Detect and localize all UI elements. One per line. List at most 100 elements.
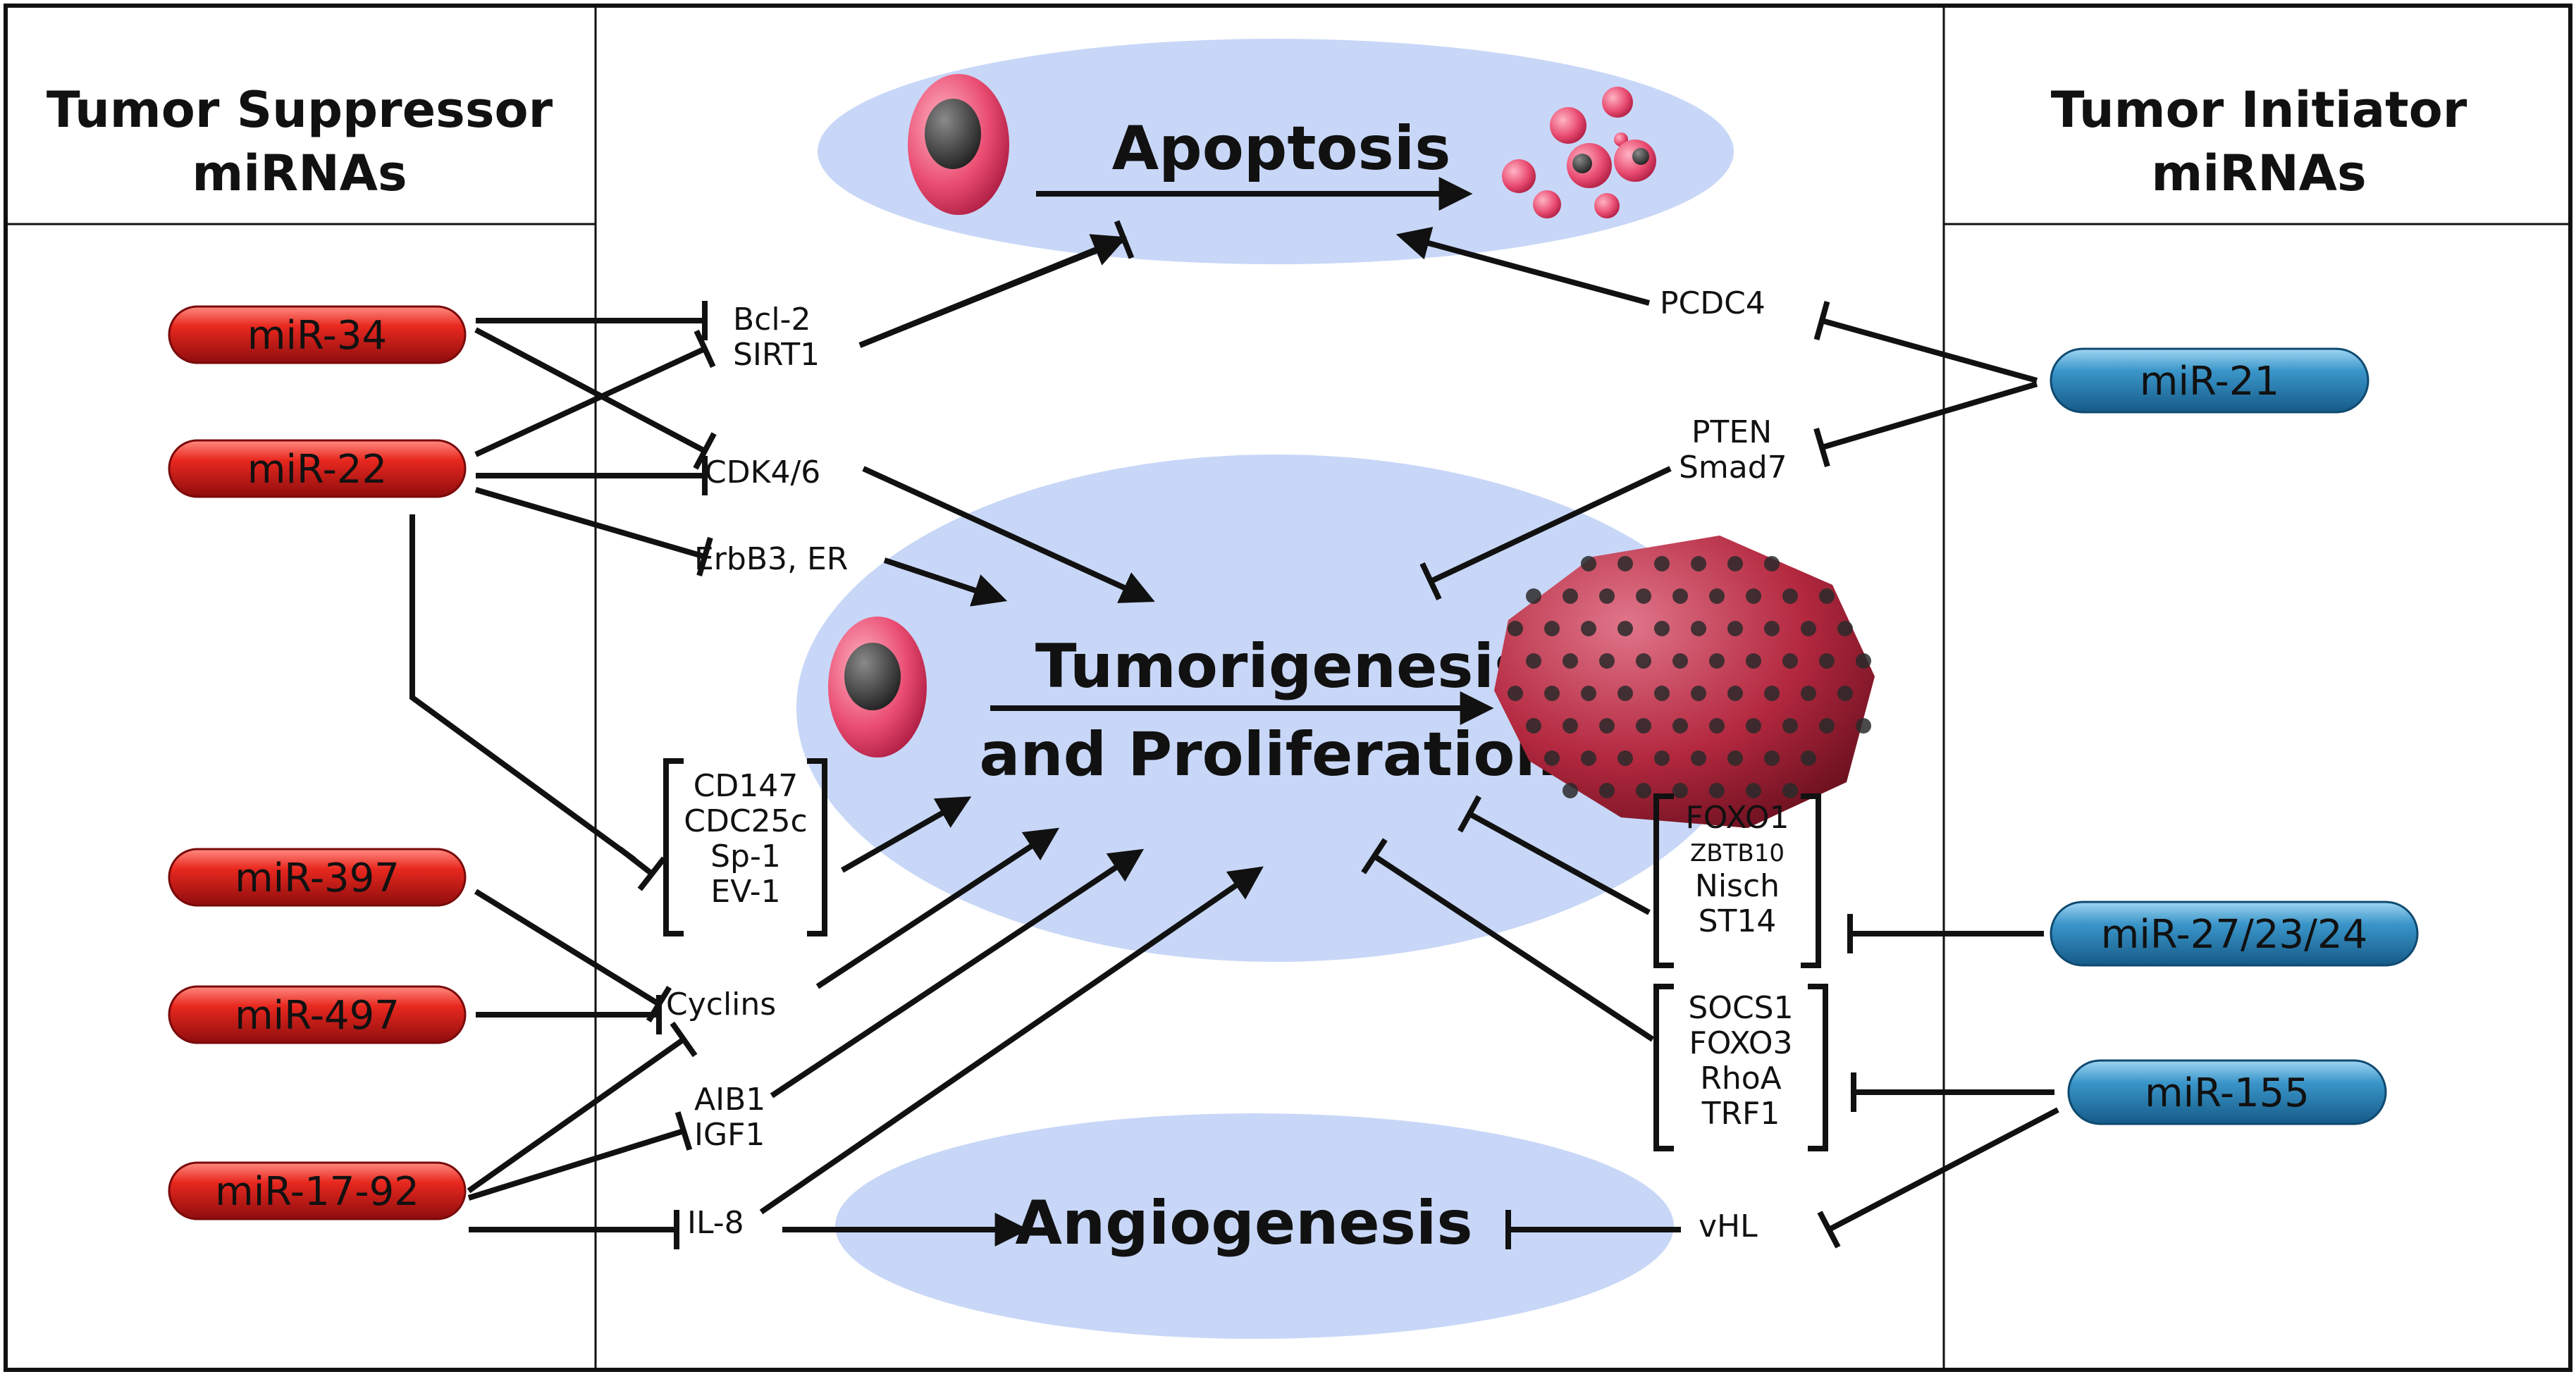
tumor-cell-dot bbox=[1801, 621, 1816, 636]
gene-pcdc4: PCDC4 bbox=[1660, 285, 1765, 321]
gene-bcl2: Bcl-2 bbox=[733, 302, 811, 338]
right-bracket-1-open bbox=[1653, 793, 1674, 968]
right-header-title: Tumor Initiator bbox=[2051, 81, 2467, 139]
angiogenesis-label: Angiogenesis bbox=[1015, 1188, 1472, 1259]
tumor-cell-dot bbox=[1581, 750, 1596, 766]
tumor-mass-icon bbox=[1494, 536, 1875, 828]
tumor-cell-dot bbox=[1617, 556, 1633, 571]
healthy-cell-icon bbox=[908, 74, 1009, 215]
gene-erbb3-er: ErbB3, ER bbox=[694, 541, 848, 577]
tumorigenesis-label: Tumorigenesis bbox=[1035, 631, 1530, 702]
mir22-long-connector bbox=[409, 514, 636, 862]
tumor-cell-dot bbox=[1581, 686, 1596, 701]
gene-sirt1: SIRT1 bbox=[733, 337, 820, 373]
mir21-to-pten-inhibition bbox=[1820, 381, 2038, 450]
gene-foxo1: FOXO1 bbox=[1685, 800, 1789, 836]
tumor-cell-dot bbox=[1691, 556, 1706, 571]
gene-nisch: Nisch bbox=[1695, 868, 1780, 904]
left-bracket-close bbox=[807, 758, 827, 936]
mir21-to-pten-inhibition-bar bbox=[1813, 428, 1830, 467]
tumor-cell-dot bbox=[1709, 653, 1725, 669]
right-bracket-1-close bbox=[1801, 793, 1821, 968]
mir-22-pill[interactable]: miR-22 bbox=[168, 439, 467, 498]
tumor-cell-dot bbox=[1672, 718, 1688, 734]
mir22-to-cd147-inhibition-bar bbox=[637, 856, 667, 891]
aib1-to-tumorigenesis-arrow bbox=[770, 848, 1144, 1099]
mir-155-pill[interactable]: miR-155 bbox=[2067, 1059, 2387, 1125]
apoptosis-ellipse bbox=[818, 39, 1734, 264]
left-bracket-open bbox=[663, 758, 684, 936]
gene-trf1: TRF1 bbox=[1701, 1096, 1780, 1132]
gene-aib1: AIB1 bbox=[694, 1082, 765, 1118]
tumor-cell-dot bbox=[1819, 718, 1835, 734]
erbb3-to-tumorigenesis-arrow bbox=[883, 557, 1008, 607]
tumor-cell-dot bbox=[1636, 588, 1651, 604]
tumor-cell-dot bbox=[1837, 686, 1853, 701]
mir21-to-pcdc4-inhibition-bar bbox=[1813, 300, 1830, 341]
tumor-cell-dot bbox=[1801, 686, 1816, 701]
tumor-cell-dot bbox=[1727, 686, 1743, 701]
angiogenesis-ellipse bbox=[835, 1113, 1674, 1339]
tumor-cell-dot bbox=[1672, 653, 1688, 669]
tumor-cell-dot bbox=[1544, 621, 1560, 636]
apoptotic-bodies-icon bbox=[1502, 87, 1656, 218]
tumor-cell-dot bbox=[1636, 653, 1651, 669]
tumor-cell-dot bbox=[1617, 621, 1633, 636]
tumor-cell-dot bbox=[1764, 750, 1780, 766]
mir-17-92-label: miR-17-92 bbox=[215, 1169, 419, 1215]
tumor-cell-dot bbox=[1764, 686, 1780, 701]
tumor-cell-dot bbox=[1837, 621, 1853, 636]
gene-cdc25c: CDC25c bbox=[684, 803, 808, 839]
connector-lines bbox=[409, 220, 2059, 1249]
mir155-to-vhl-inhibition bbox=[1828, 1107, 2059, 1232]
mir-397-label: miR-397 bbox=[235, 855, 400, 901]
tumor-cell-dot bbox=[1654, 750, 1670, 766]
mir-34-pill[interactable]: miR-34 bbox=[168, 305, 467, 364]
tumor-cell-dot bbox=[1508, 686, 1523, 701]
proliferation-label: and Proliferation bbox=[979, 719, 1558, 790]
tumor-cell-dot bbox=[1599, 783, 1615, 798]
tumor-cell-dot bbox=[1526, 588, 1541, 604]
gene-smad7: Smad7 bbox=[1679, 450, 1787, 486]
tumor-cell-dot bbox=[1672, 783, 1688, 798]
mir-497-pill[interactable]: miR-497 bbox=[168, 985, 467, 1044]
tumor-cell-dot bbox=[1617, 750, 1633, 766]
tumor-cell-dot bbox=[1544, 750, 1560, 766]
tumor-cell-dot bbox=[1672, 588, 1688, 604]
tumor-cell-dot bbox=[1727, 556, 1743, 571]
tumor-cell-dot bbox=[1727, 621, 1743, 636]
tumor-cell-dot bbox=[1563, 588, 1578, 604]
mir-397-pill[interactable]: miR-397 bbox=[168, 848, 467, 907]
mir-17-92-pill[interactable]: miR-17-92 bbox=[168, 1161, 467, 1220]
tumor-cell-dot bbox=[1544, 686, 1560, 701]
mir-27-23-24-pill[interactable]: miR-27/23/24 bbox=[2050, 901, 2419, 967]
tumor-cell-dot bbox=[1856, 718, 1871, 734]
tumor-cell-dot bbox=[1526, 718, 1541, 734]
mir-34-label: miR-34 bbox=[247, 313, 387, 359]
mir-21-pill[interactable]: miR-21 bbox=[2050, 347, 2369, 414]
mir397-to-cyclins-inhibition bbox=[474, 889, 661, 1007]
proliferating-cell-icon bbox=[828, 617, 927, 757]
gene-foxo3: FOXO3 bbox=[1689, 1025, 1792, 1061]
mir22-to-sirt1-inhibition bbox=[474, 346, 706, 457]
gene-il8: IL-8 bbox=[687, 1205, 744, 1241]
tumor-cell-dot bbox=[1636, 718, 1651, 734]
tumor-cell-dot bbox=[1654, 621, 1670, 636]
tumor-cell-dot bbox=[1563, 718, 1578, 734]
mir21-to-pcdc4-inhibition bbox=[1820, 318, 2038, 383]
tumor-cell-dot bbox=[1617, 686, 1633, 701]
mir-155-label: miR-155 bbox=[2145, 1070, 2310, 1116]
mir-22-label: miR-22 bbox=[247, 447, 387, 493]
gene-igf1: IGF1 bbox=[694, 1117, 765, 1153]
gene-ev1: EV-1 bbox=[710, 874, 780, 910]
bcl2-blocks-apoptosis-bar bbox=[1114, 220, 1135, 259]
apoptosis-label: Apoptosis bbox=[1112, 113, 1451, 184]
tumor-cell-dot bbox=[1508, 621, 1523, 636]
tumor-cell-dot bbox=[1746, 653, 1761, 669]
gene-rhoa: RhoA bbox=[1700, 1060, 1781, 1096]
left-header-title: Tumor Suppressor bbox=[47, 81, 553, 139]
gene-vhl: vHL bbox=[1699, 1208, 1758, 1244]
pcdc4-to-apoptosis-arrow bbox=[1395, 226, 1651, 306]
tumor-cell-dot bbox=[1563, 653, 1578, 669]
